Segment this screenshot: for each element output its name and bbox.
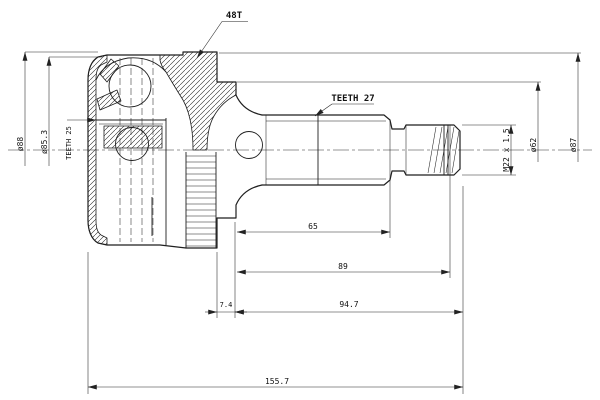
cage-section-upper: [99, 58, 120, 83]
dim-length-to-groove: 89: [338, 262, 348, 271]
outer-race-housing: [87, 51, 263, 249]
dim-shaft-length: 94.7: [339, 300, 358, 309]
bearing-ball-middle: [115, 127, 149, 161]
leader-labels: 48T TEETH 27: [196, 11, 375, 117]
dim-ring-offset: 7.4: [220, 301, 233, 309]
shaft-bottom-edge: [261, 168, 461, 186]
shaft-top-edge: [261, 114, 461, 170]
dim-abs-ring-diameter: ø87: [569, 138, 578, 153]
dim-spline-length: 65: [308, 222, 318, 231]
centerlines: [8, 58, 592, 242]
bearing-ball-mouth: [235, 131, 263, 159]
shaft: [261, 114, 461, 186]
dim-housing-outer-diameter: ø88: [16, 137, 25, 152]
label-abs-ring-teeth: 48T: [226, 11, 243, 21]
abs-tone-ring: [185, 152, 217, 248]
housing-wall-section: [159, 51, 237, 151]
bearing-ball-upper: [108, 64, 152, 108]
dim-overall-length: 155.7: [265, 377, 289, 386]
dim-shoulder-diameter: ø62: [529, 138, 538, 153]
ring-teeth-ladder: [186, 155, 216, 247]
dim-housing-secondary-diameter: ø85.3: [40, 130, 49, 154]
cage-section-lower: [96, 89, 122, 111]
label-bore-spline-teeth: TEETH 25: [65, 126, 73, 160]
dimensions: ø88 ø85.3 TEETH 25 ø87 ø62 M22 x 1.5 65 …: [16, 51, 581, 394]
inner-race-section: [103, 125, 163, 149]
label-shaft-spline-teeth: TEETH 27: [331, 94, 374, 104]
dim-thread-spec: M22 x 1.5: [502, 128, 511, 172]
housing-bottom-profile: [87, 184, 263, 249]
